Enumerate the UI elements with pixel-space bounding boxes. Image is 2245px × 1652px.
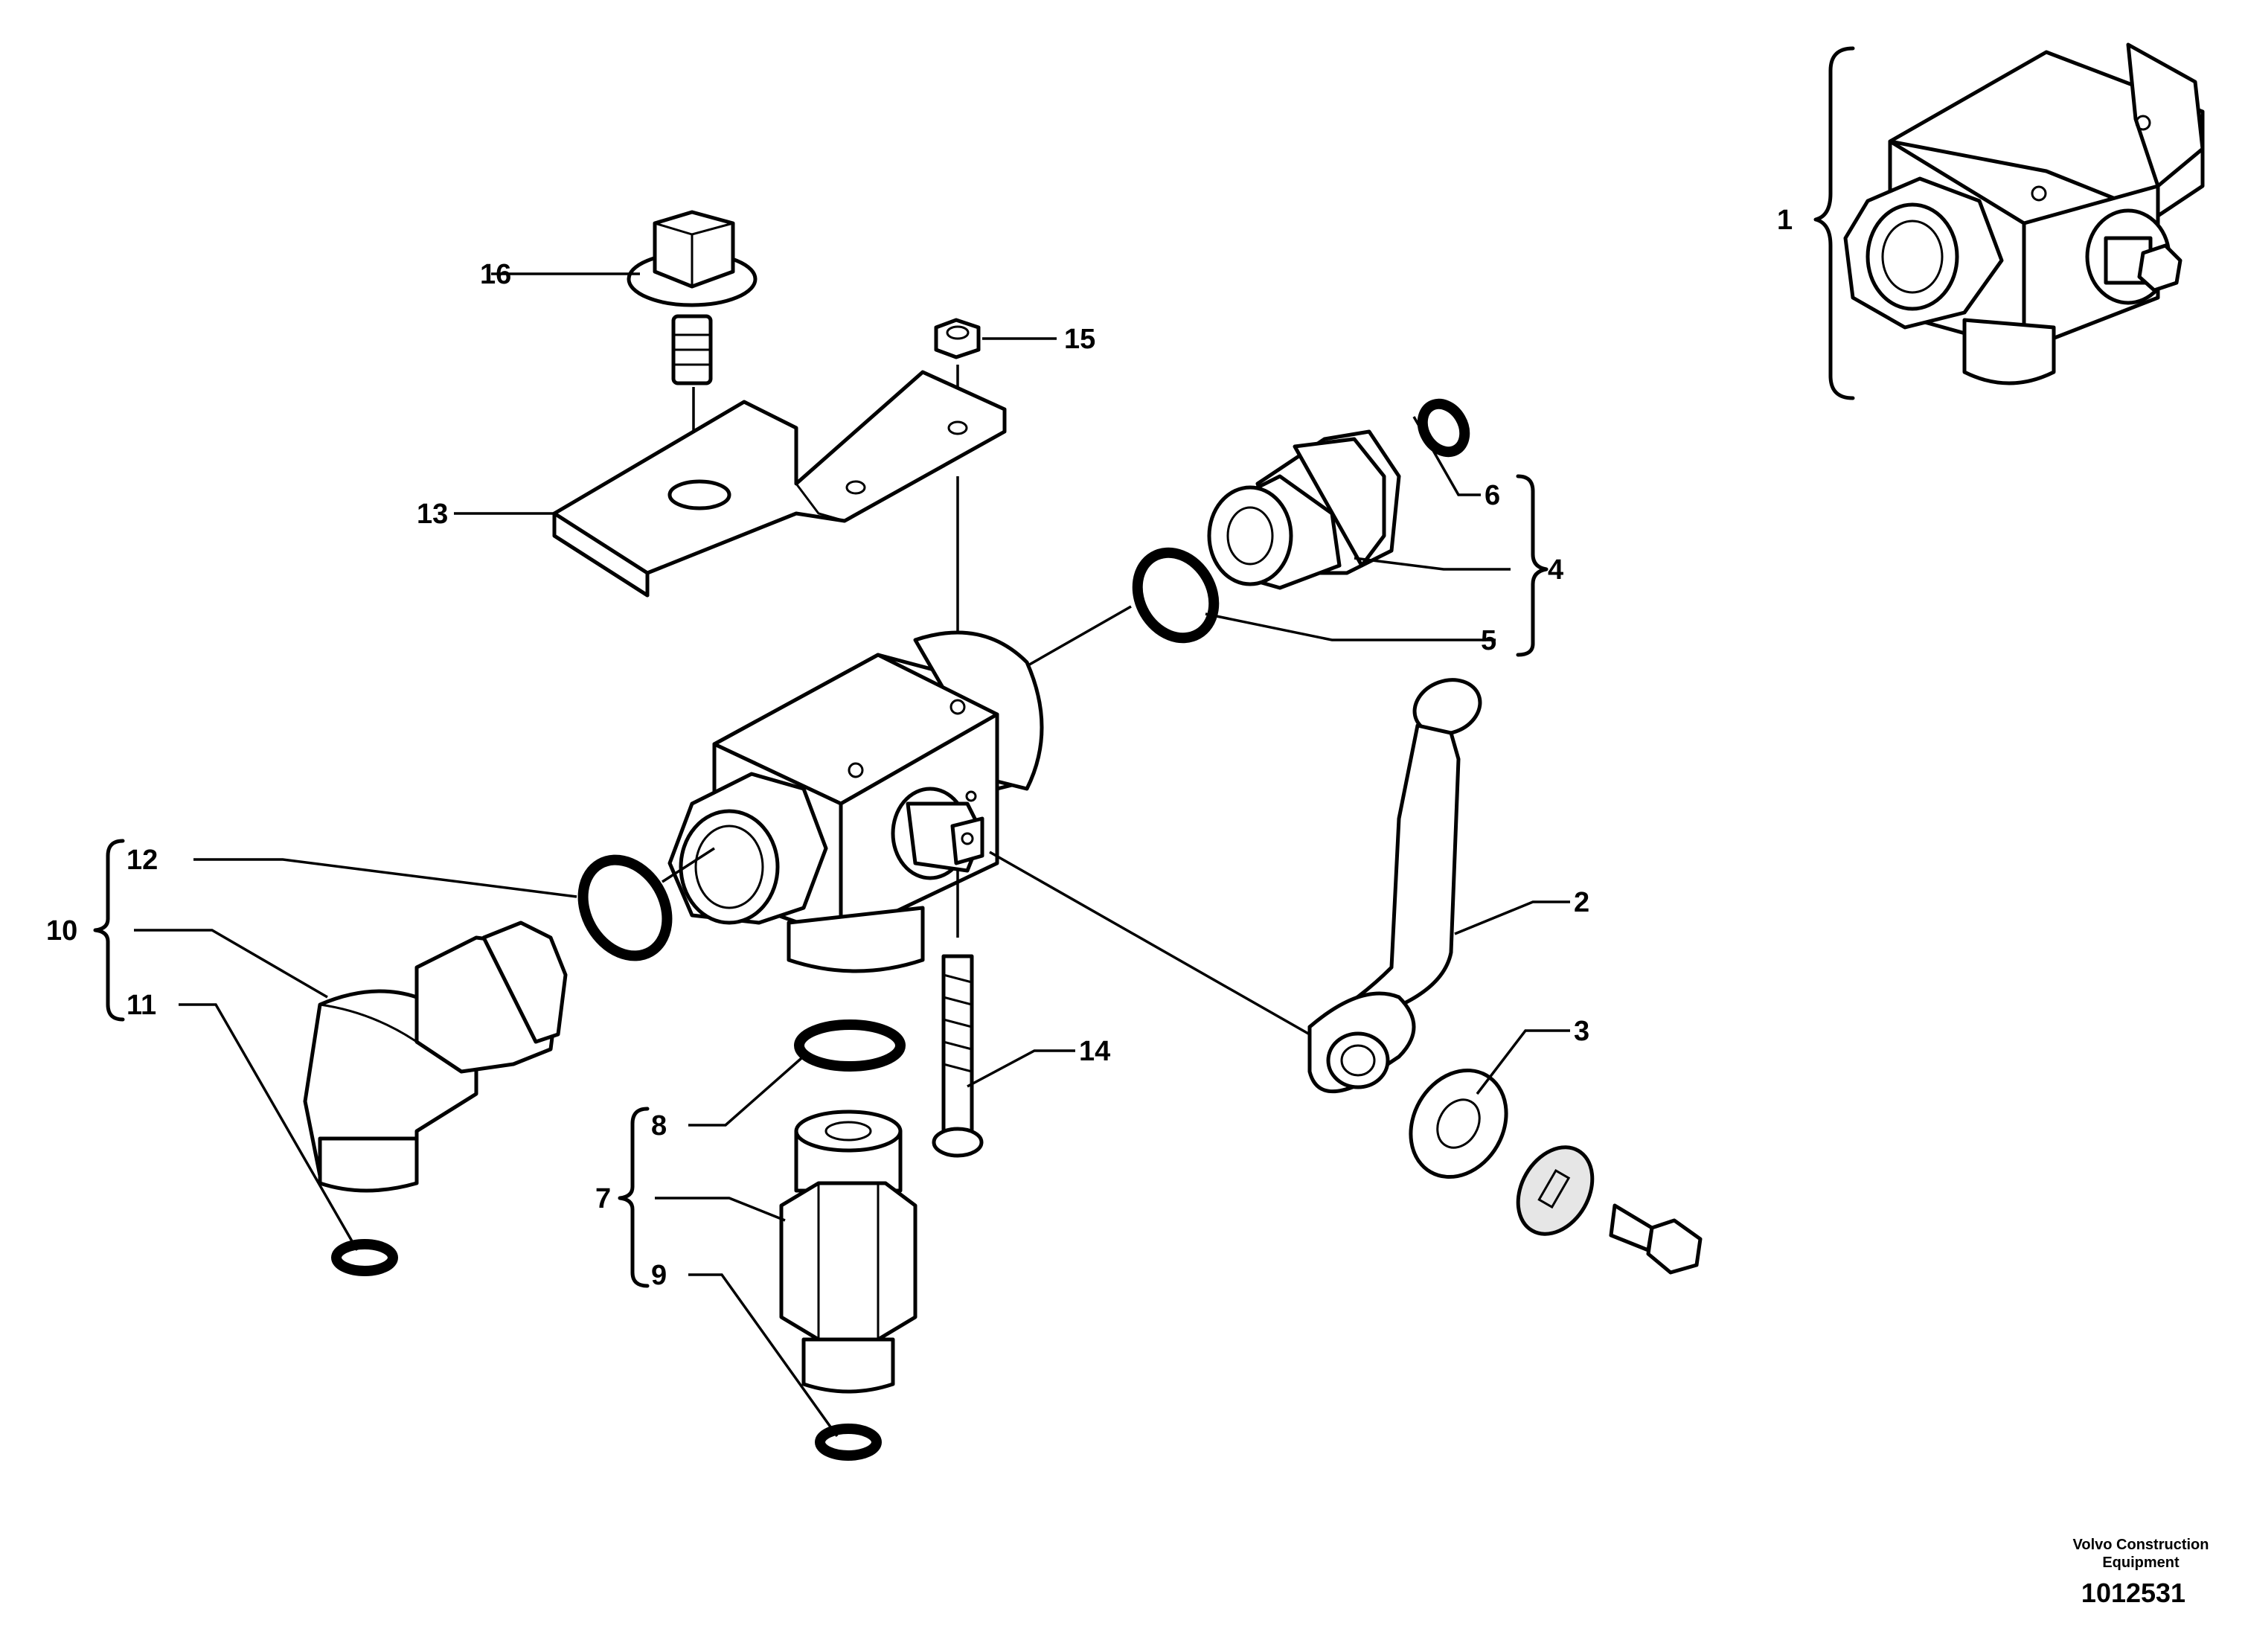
adapter-7 — [779, 1110, 917, 1394]
callout-11: 11 — [126, 990, 156, 1021]
oring-6 — [1417, 398, 1470, 458]
callout-14: 14 — [1079, 1036, 1110, 1067]
callout-10: 10 — [46, 915, 77, 947]
fitting-4 — [1207, 429, 1401, 590]
callout-9: 9 — [651, 1260, 667, 1291]
small-bolt — [1609, 1203, 1703, 1275]
elbow-fitting-10 — [303, 921, 568, 1193]
oring-12 — [577, 854, 673, 961]
disc — [1516, 1145, 1595, 1236]
oring-9 — [815, 1424, 882, 1461]
brace-10 — [93, 839, 125, 1022]
callout-13: 13 — [417, 499, 448, 530]
callout-5: 5 — [1481, 625, 1496, 656]
leaders — [134, 272, 1570, 1438]
brace-1 — [1813, 46, 1855, 400]
callout-7: 7 — [595, 1183, 611, 1214]
callout-8: 8 — [651, 1110, 667, 1142]
callout-16: 16 — [480, 259, 511, 290]
oring-8 — [794, 1019, 906, 1072]
callout-1: 1 — [1777, 205, 1793, 236]
brace-4 — [1516, 474, 1549, 657]
lever-handle-2 — [1307, 678, 1482, 1094]
callout-4: 4 — [1548, 554, 1563, 586]
callout-2: 2 — [1574, 887, 1589, 918]
manufacturer-label: Volvo Construction Equipment — [2072, 1537, 2209, 1571]
document-number: 1012531 — [2081, 1578, 2186, 1608]
valve-body — [667, 630, 1044, 973]
bolt-16 — [627, 210, 758, 385]
oring-11 — [331, 1239, 398, 1276]
screw-14 — [932, 954, 984, 1158]
brace-7 — [618, 1107, 650, 1288]
bracket-13 — [552, 370, 1007, 598]
washer-3 — [1409, 1068, 1508, 1179]
oring-5 — [1132, 547, 1220, 644]
callout-3: 3 — [1574, 1016, 1589, 1047]
callout-15: 15 — [1064, 324, 1095, 355]
callout-12: 12 — [126, 845, 158, 876]
callout-6: 6 — [1485, 480, 1500, 511]
valve-assembly-inset — [1843, 42, 2205, 385]
nut-15 — [934, 318, 981, 359]
